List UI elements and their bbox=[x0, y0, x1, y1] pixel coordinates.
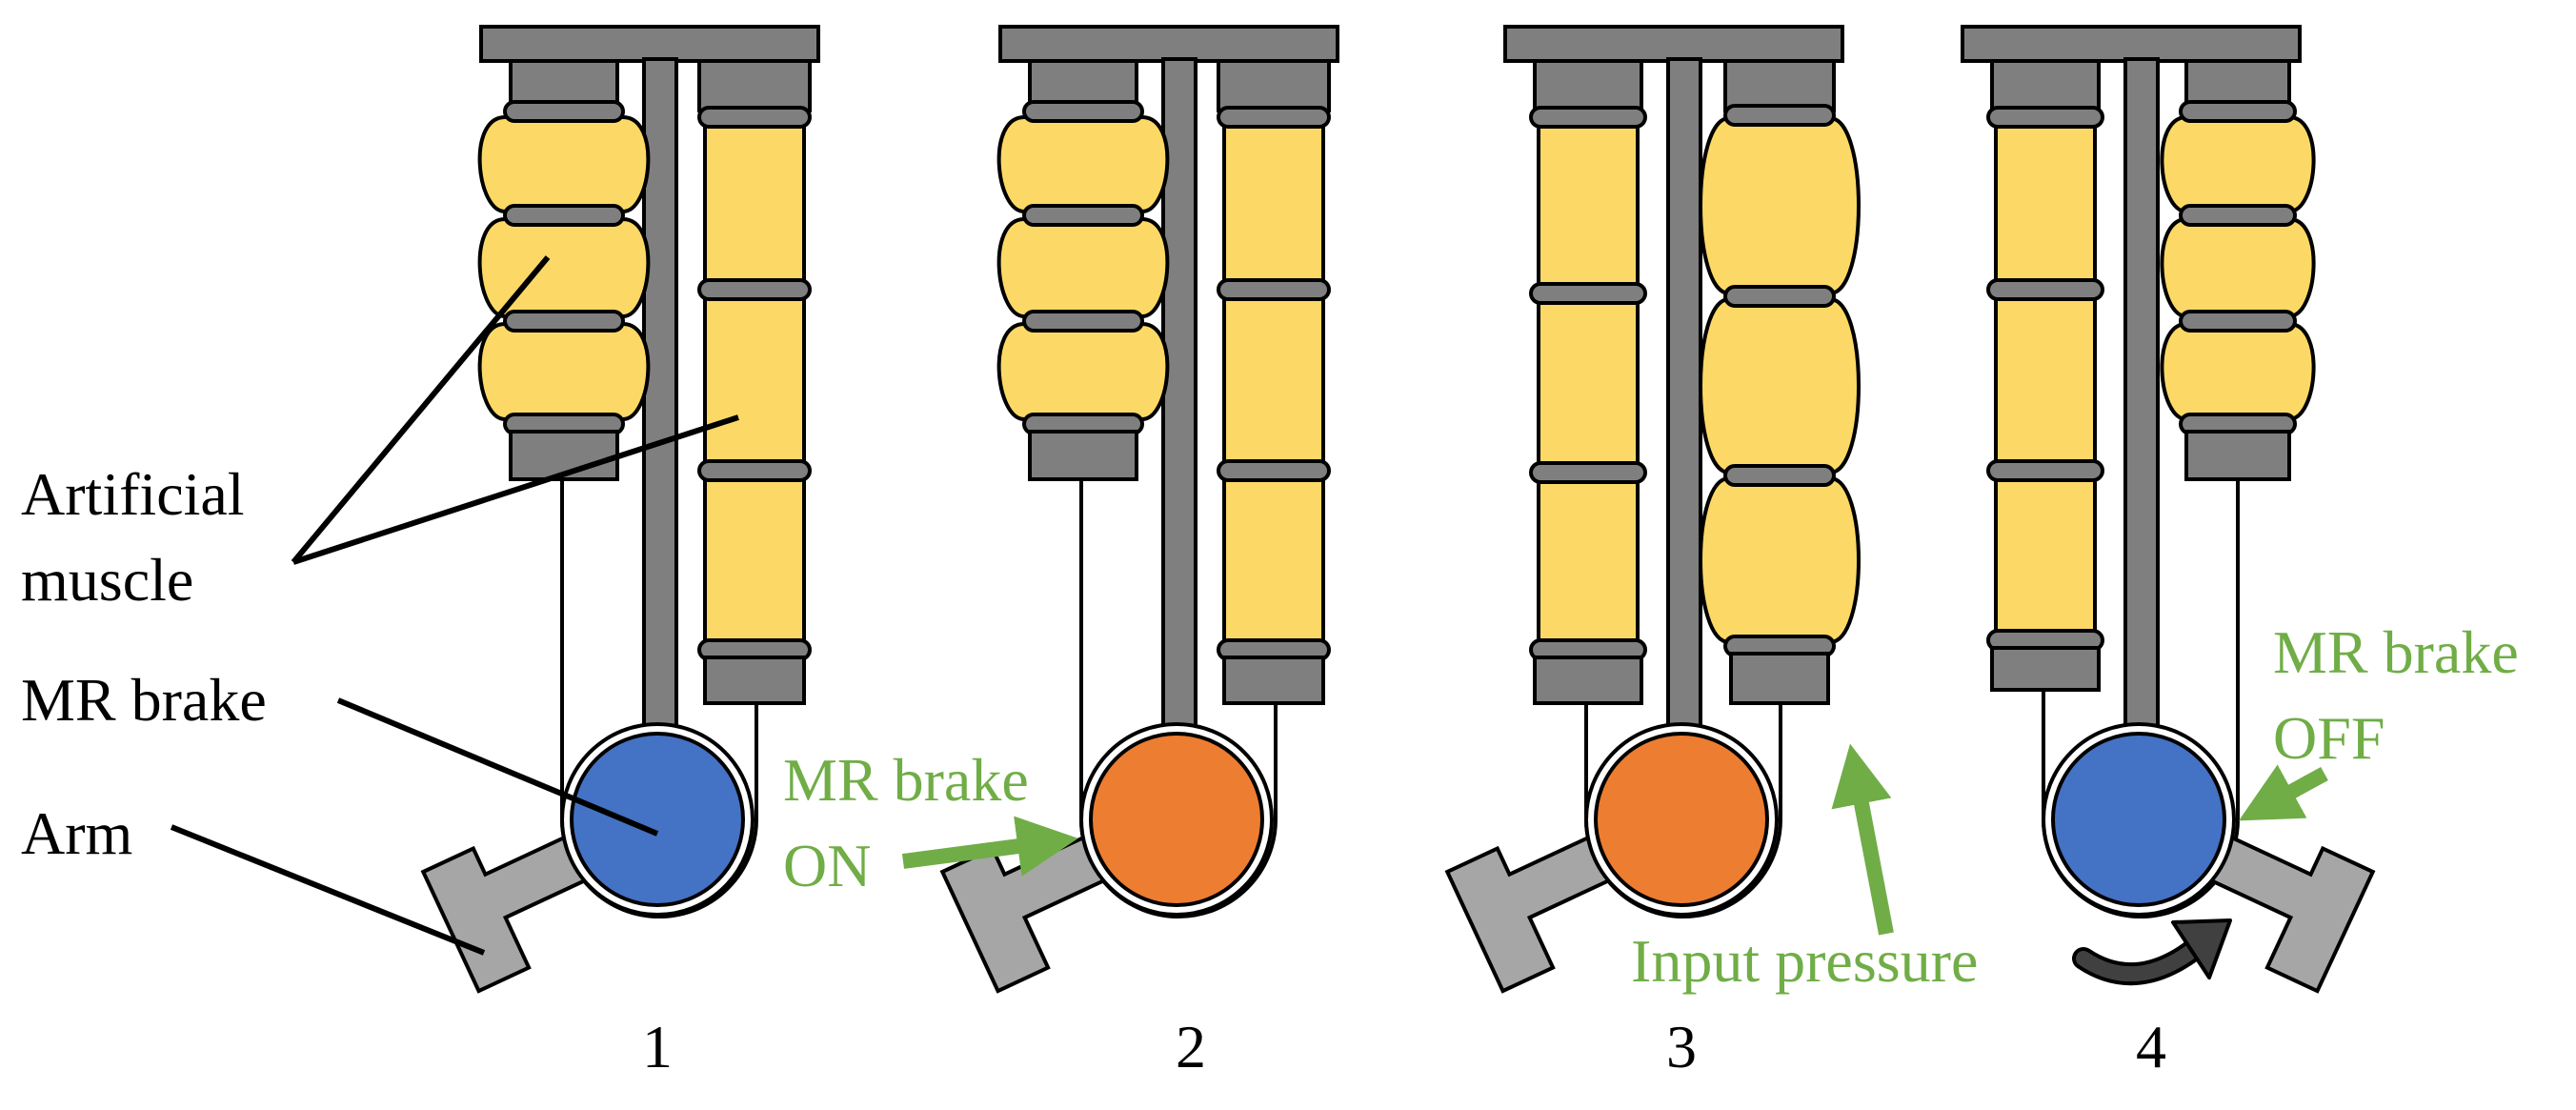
step-number-3: 3 bbox=[1666, 1013, 1697, 1080]
right-muscle bbox=[1699, 59, 1861, 705]
unit-3 bbox=[1444, 25, 1861, 994]
step-number-4: 4 bbox=[2136, 1013, 2166, 1080]
unit-2 bbox=[939, 25, 1339, 994]
right-muscle bbox=[1217, 59, 1331, 705]
mr-brake-core-off bbox=[570, 732, 745, 907]
label-mr-brake: MR brake bbox=[21, 666, 267, 734]
step-number-1: 1 bbox=[642, 1013, 673, 1080]
mr-brake-core-on bbox=[1594, 732, 1769, 907]
center-rod bbox=[1666, 57, 1702, 728]
annotation-brake-on-line2: ON bbox=[783, 832, 871, 899]
top-plate bbox=[998, 25, 1339, 63]
label-artificial-muscle-line2: muscle bbox=[21, 546, 193, 614]
unit-1 bbox=[420, 25, 820, 994]
left-muscle bbox=[1986, 59, 2104, 692]
left-muscle bbox=[996, 59, 1170, 481]
unit-4 bbox=[1961, 25, 2376, 994]
annotation-brake-off-line2: OFF bbox=[2273, 704, 2385, 772]
top-plate bbox=[479, 25, 820, 63]
leader-lines bbox=[170, 255, 739, 956]
step-number-2: 2 bbox=[1176, 1013, 1206, 1080]
annotation-input-pressure: Input pressure bbox=[1631, 927, 1978, 995]
annotation-brake-off-line1: MR brake bbox=[2273, 618, 2519, 686]
arrow-brake-off-icon bbox=[2238, 764, 2328, 821]
rotation-arrow-icon bbox=[2072, 918, 2232, 986]
mr-brake-core-on bbox=[1089, 732, 1264, 907]
left-muscle bbox=[477, 59, 651, 481]
right-muscle bbox=[2160, 59, 2316, 481]
top-plate bbox=[1503, 25, 1844, 63]
top-plate bbox=[1961, 25, 2302, 63]
mr-brake-core-off bbox=[2051, 732, 2226, 907]
annotation-brake-on-line1: MR brake bbox=[783, 746, 1029, 814]
center-rod bbox=[2123, 57, 2160, 728]
arrow-brake-on-icon bbox=[901, 816, 1078, 877]
label-artificial-muscle-line1: Artificial bbox=[21, 460, 245, 528]
right-muscle bbox=[697, 59, 812, 705]
label-arm: Arm bbox=[21, 799, 132, 867]
arrow-input-pressure-icon bbox=[1831, 743, 1894, 936]
left-muscle bbox=[1529, 59, 1647, 705]
